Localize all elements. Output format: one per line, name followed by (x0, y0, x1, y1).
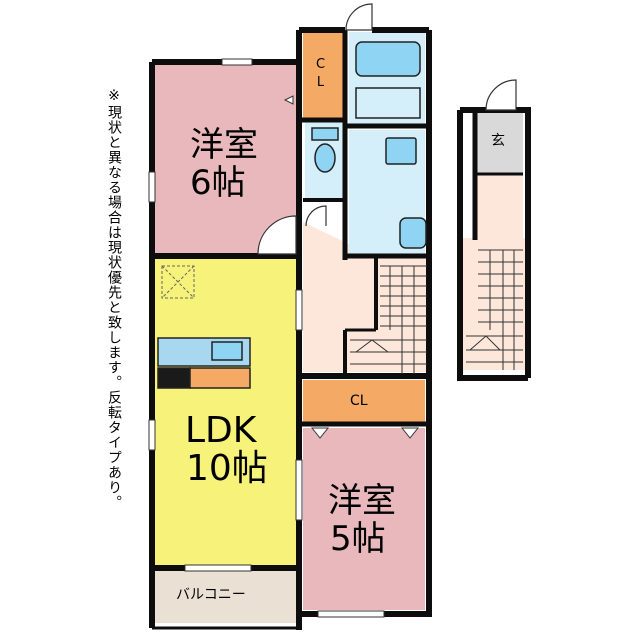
toilet-bowl (314, 143, 336, 173)
room-name-western-top: 洋室 (190, 125, 258, 165)
closet-mid (303, 380, 425, 422)
closet-mid-label: CL (350, 393, 368, 409)
washing-machine (399, 217, 427, 249)
balcony-label: バルコニー (176, 587, 246, 603)
toilet-tank (311, 127, 339, 141)
washbasin (385, 137, 417, 165)
shower-floor (355, 87, 421, 119)
ldk-room (155, 259, 297, 565)
kitchen-storage (189, 367, 251, 389)
disclaimer-note: ※現状と異なる場合は現状優先と致します。反転タイプあり。 (106, 88, 122, 510)
closet-top (303, 32, 343, 118)
stair-area (345, 258, 427, 372)
room-size-western-bottom: 5帖 (330, 519, 386, 559)
room-size-ldk: 10帖 (186, 448, 268, 489)
kitchen-sink (211, 341, 243, 361)
room-size-western-top: 6帖 (190, 163, 246, 203)
room-name-ldk: LDK (185, 410, 257, 451)
bathtub (355, 41, 421, 77)
entrance-label: 玄 (491, 133, 505, 149)
balcony (155, 571, 297, 623)
western-room-bottom (303, 428, 425, 610)
entrance-floor (475, 112, 523, 174)
room-name-western-bottom: 洋室 (328, 481, 396, 521)
closet-top-label: C L (316, 57, 326, 90)
western-room-top (155, 64, 297, 254)
entrance-stairs (463, 238, 525, 370)
ceiling-hatch (161, 265, 195, 299)
refrigerator (157, 367, 191, 389)
